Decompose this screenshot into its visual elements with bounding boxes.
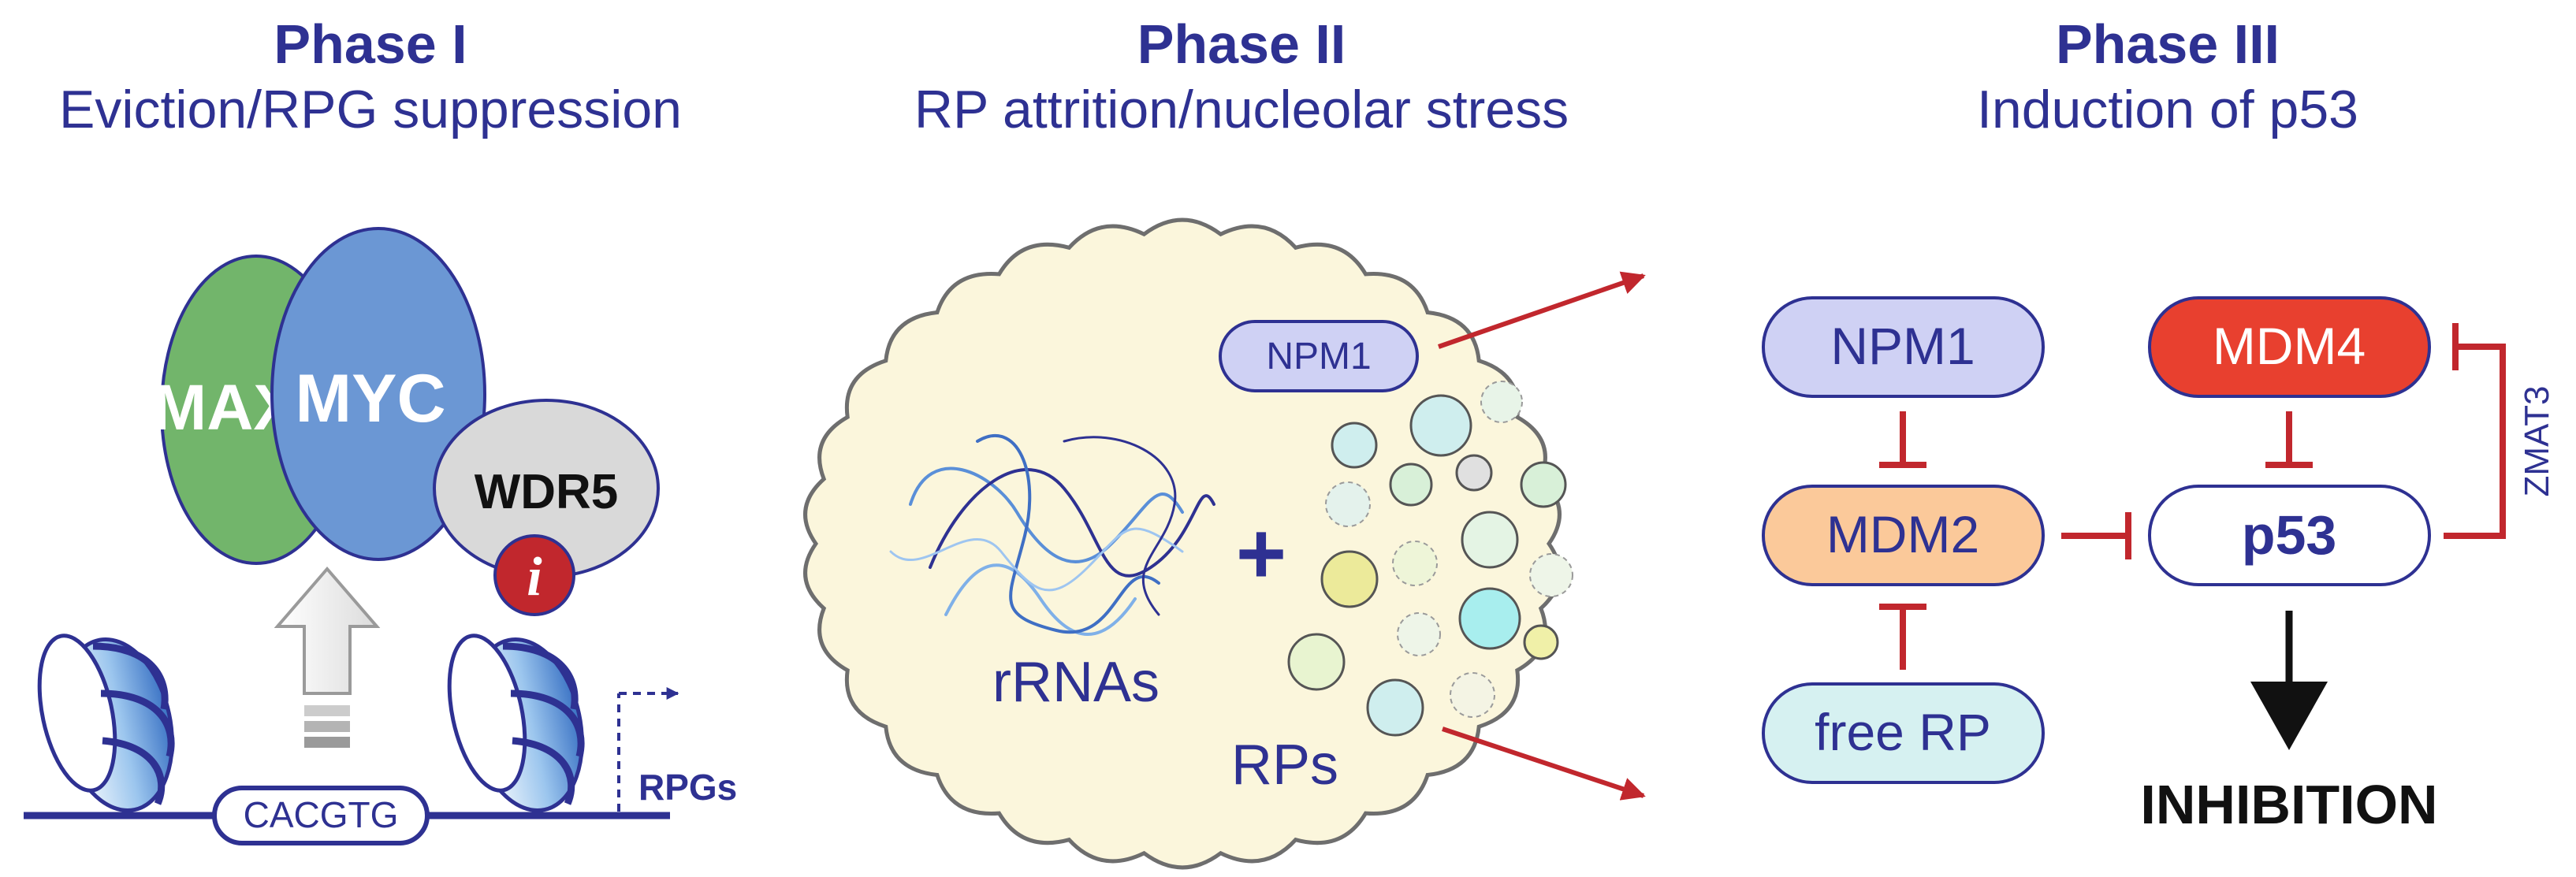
nucleosome-left [37, 634, 175, 813]
wdr5-protein: WDR5 [433, 399, 660, 578]
zmat3-label: ZMAT3 [2518, 386, 2556, 497]
npm1-node-label: NPM1 [1830, 317, 1975, 375]
phase-3-title: Phase III [2055, 13, 2280, 75]
phase-1-title: Phase I [274, 13, 467, 75]
rp-particle [1529, 553, 1573, 597]
transcription-arrow [617, 687, 679, 812]
phase-2-panel: + rRNAs RPs NPM1 [803, 217, 1646, 870]
phase-1-heading: Phase I Eviction/RPG suppression [0, 11, 741, 142]
mdm2-node-label: MDM2 [1826, 505, 1979, 563]
nucleosome-right [447, 634, 585, 813]
rp-particle [1397, 612, 1441, 656]
rp-particle [1458, 587, 1521, 650]
rp-particles [1287, 381, 1573, 737]
ebox-label: CACGTG [244, 794, 399, 835]
npm1-nucleolar-label: NPM1 [1266, 336, 1371, 377]
npm1-nucleolar-pill [1219, 320, 1419, 392]
phase-2-title: Phase II [1137, 13, 1346, 75]
rp-particle [1287, 633, 1346, 691]
rp-exit-arrow [1442, 726, 1646, 801]
free-rp-inhibits-mdm2 [1879, 604, 1926, 670]
mdm2-node [1762, 485, 2045, 586]
npm1-inhibits-mdm2 [1879, 411, 1926, 468]
inhibition-label: INHIBITION [2140, 774, 2437, 835]
npm1-node [1762, 296, 2045, 398]
phase-3-panel: NPM1 MDM2 free RP MDM4 p53 [1762, 296, 2556, 835]
rp-particle [1331, 422, 1378, 469]
phase-1-subtitle: Eviction/RPG suppression [59, 80, 682, 139]
rp-particle [1389, 463, 1433, 507]
mdm4-node [2148, 296, 2431, 398]
rrnas-label: rRNAs [992, 651, 1160, 714]
eviction-arrow [274, 566, 381, 748]
phase-3-heading: Phase III Induction of p53 [1845, 11, 2491, 142]
p53-node-label: p53 [2242, 504, 2337, 566]
phase-1-panel: CACGTG RPGs MAX MYC WDR5 [24, 227, 737, 845]
rp-particle [1523, 624, 1559, 660]
free-rp-node [1762, 682, 2045, 784]
free-rp-node-label: free RP [1815, 703, 1991, 761]
rp-particle [1366, 678, 1424, 737]
wdr5-label: WDR5 [475, 465, 619, 519]
ebox-box [212, 786, 430, 845]
rp-particle [1461, 511, 1519, 569]
rp-particle [1392, 541, 1438, 586]
p53-output-arrow [2250, 611, 2328, 750]
rps-label: RPs [1231, 734, 1338, 797]
rp-particle [1480, 381, 1523, 423]
myc-label: MYC [295, 361, 445, 437]
phase-2-heading: Phase II RP attrition/nucleolar stress [820, 11, 1663, 142]
rp-particle [1520, 461, 1567, 508]
mdm4-inhibits-p53 [2265, 411, 2313, 468]
plus-sign: + [1236, 505, 1286, 602]
rp-particle [1450, 672, 1495, 718]
wdr5-inhibitor: i [493, 534, 575, 616]
phase-2-subtitle: RP attrition/nucleolar stress [914, 80, 1569, 139]
nucleolus [803, 217, 1562, 870]
rp-particle [1320, 550, 1379, 608]
rp-particle [1409, 394, 1472, 457]
mdm4-node-label: MDM4 [2213, 317, 2366, 375]
mdm2-inhibits-p53 [2061, 512, 2131, 559]
npm1-exit-arrow [1438, 271, 1646, 349]
rrna-strands [889, 434, 1215, 636]
rp-particle [1455, 454, 1493, 492]
p53-inhibits-mdm4-via-zmat3 [2444, 323, 2506, 539]
p53-node [2148, 485, 2431, 586]
myc-protein: MYC [270, 227, 486, 561]
rpgs-label: RPGs [638, 767, 737, 808]
rp-particle [1325, 481, 1371, 527]
phase-3-subtitle: Induction of p53 [1977, 80, 2358, 139]
inhibitor-label: i [527, 547, 542, 608]
